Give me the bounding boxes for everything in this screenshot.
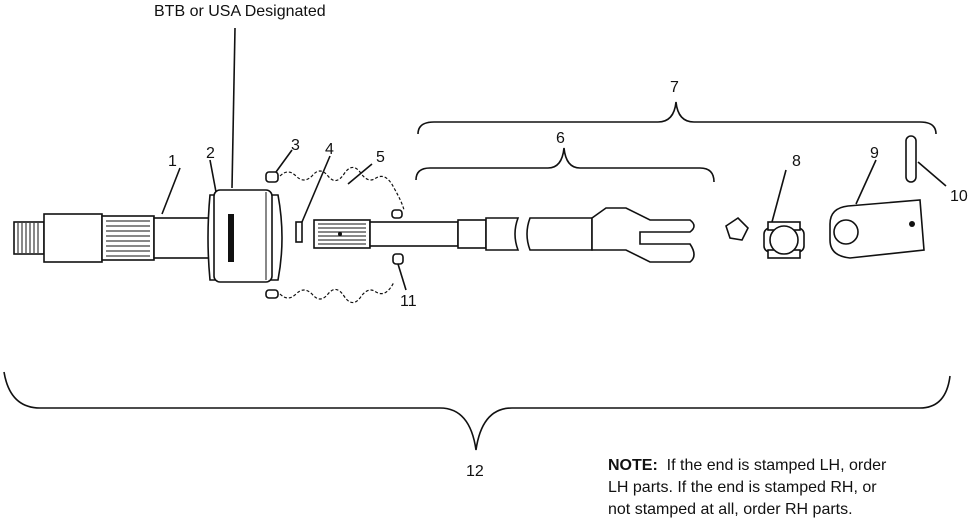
boot-part-5 [279,166,405,304]
shaft-part-6 [313,207,695,263]
clamp-part-3 [265,171,279,183]
pin-part-10 [905,135,917,183]
callout-2: 2 [206,145,215,162]
callout-3: 3 [291,137,300,154]
u-joint-part-8 [725,216,805,259]
clamp-part-11 [392,253,404,265]
callout-12: 12 [466,463,484,480]
note-line-3: not stamped at all, order RH parts. [608,501,853,518]
callout-1: 1 [168,153,177,170]
btb-usa-label: BTB or USA Designated [154,3,326,20]
callout-9: 9 [870,145,879,162]
callout-6: 6 [556,130,565,147]
callout-8: 8 [792,153,801,170]
callout-4: 4 [325,141,334,158]
yoke-flange-part-9 [829,199,925,259]
cv-housing-part-2 [207,189,283,283]
brace-7 [417,101,937,135]
note-line-2: LH parts. If the end is stamped RH, or [608,479,877,496]
callout-5: 5 [376,149,385,166]
brace-12 [3,371,951,451]
circlip-part-4 [295,221,303,243]
btb-leader-line [231,27,236,189]
callout-7: 7 [670,79,679,96]
callout-10: 10 [950,188,968,205]
stub-axle-part-1 [13,213,211,263]
clamp-lower-left [265,289,279,299]
callout-11: 11 [400,293,417,310]
note-block: NOTE: If the end is stamped LH, order LH… [608,455,968,521]
note-line-1: If the end is stamped LH, order [666,457,887,474]
clamp-upper-right [391,209,403,219]
note-heading: NOTE: [608,457,658,474]
leader-lines [161,149,947,291]
brace-6 [415,147,715,183]
